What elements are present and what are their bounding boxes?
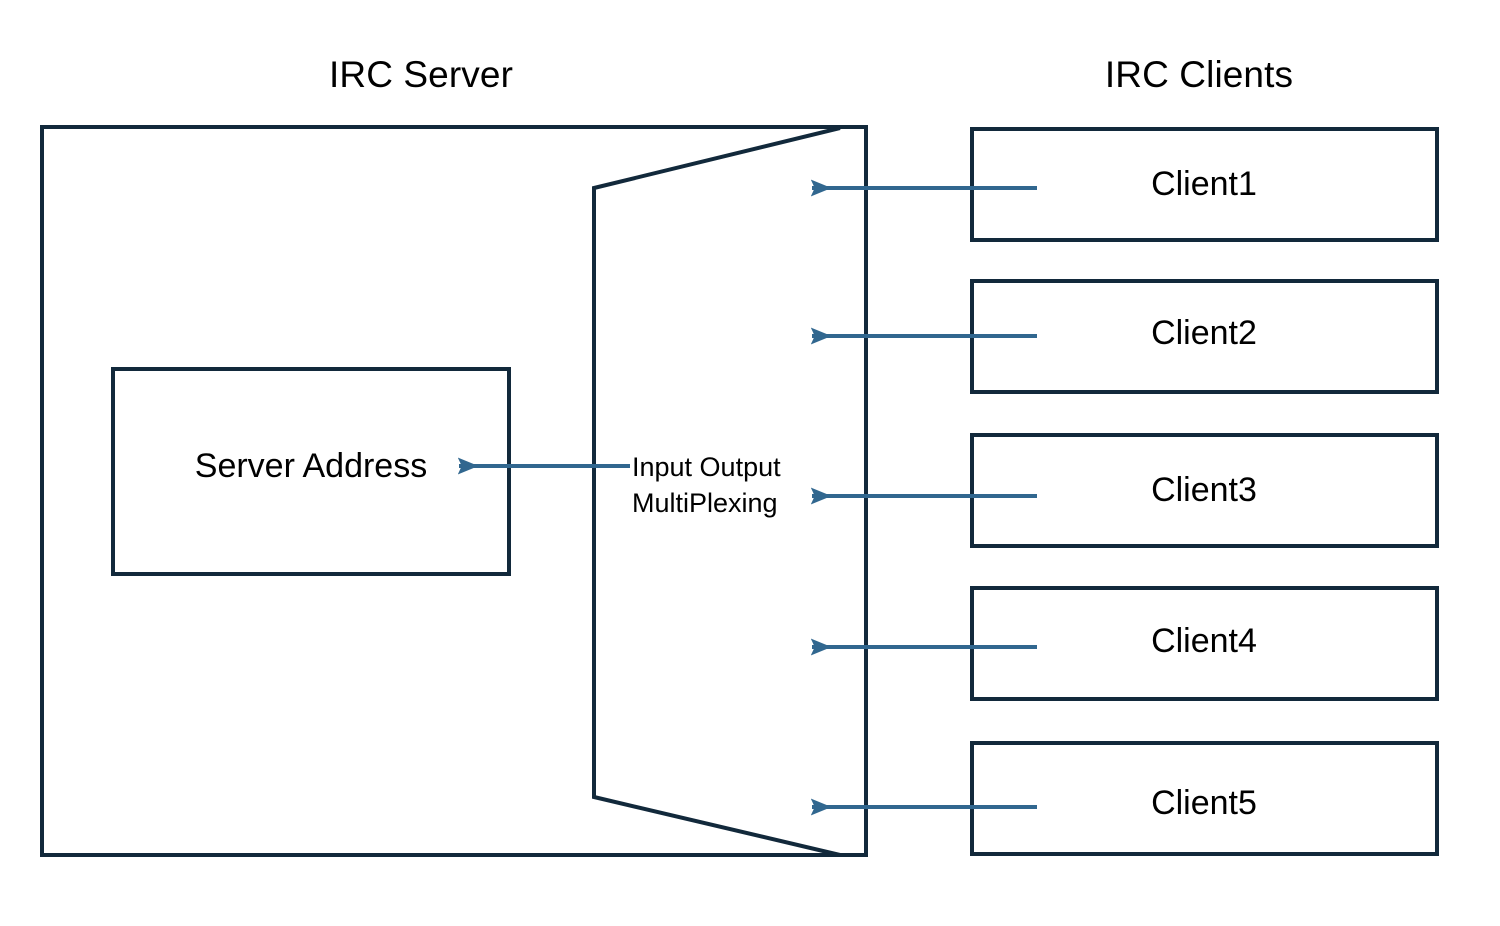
heading-irc-clients: IRC Clients — [1104, 54, 1294, 95]
client-label-5: Client5 — [1151, 784, 1257, 822]
multiplexer-label: Input Output MultiPlexing — [632, 450, 812, 521]
multiplexer-label-line1: Input Output — [632, 452, 781, 482]
client-box-2[interactable] — [970, 279, 1439, 394]
client-box-4[interactable] — [970, 586, 1439, 701]
heading-irc-server: IRC Server — [329, 54, 513, 95]
client-box-3[interactable] — [970, 433, 1439, 548]
client-label-1: Client1 — [1151, 165, 1257, 203]
client-box-1[interactable] — [970, 127, 1439, 242]
server-address-box — [111, 367, 511, 576]
client-box-5[interactable] — [970, 741, 1439, 856]
client-label-2: Client2 — [1151, 314, 1257, 352]
client-label-3: Client3 — [1151, 471, 1257, 509]
server-address-label: Server Address — [194, 447, 428, 485]
multiplexer-trapezoid — [592, 126, 841, 857]
client-label-4: Client4 — [1151, 622, 1257, 660]
multiplexer-label-line2: MultiPlexing — [632, 487, 778, 518]
